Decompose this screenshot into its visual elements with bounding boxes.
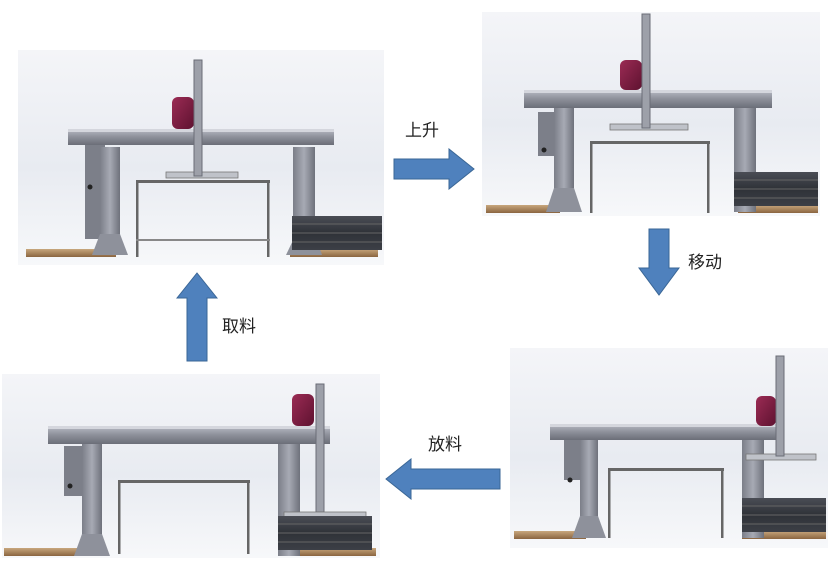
gantry-illustration <box>4 383 376 556</box>
step-label-move: 移动 <box>688 253 722 273</box>
gantry-illustration <box>514 355 826 539</box>
step-label-lift: 上升 <box>405 121 439 141</box>
arrow-left-icon <box>385 458 501 500</box>
panel-release-state <box>2 374 380 558</box>
arrow-down-icon <box>638 228 680 296</box>
gantry-illustration <box>486 13 818 213</box>
step-label-pick: 取料 <box>222 317 256 337</box>
panel-lift-state <box>482 12 820 216</box>
arrow-right-icon <box>393 148 475 190</box>
arrow-up-icon <box>176 272 218 362</box>
gantry-illustration <box>26 59 382 257</box>
panel-move-state <box>510 348 828 548</box>
step-label-release: 放料 <box>428 435 462 455</box>
panel-pick-state <box>18 50 384 265</box>
